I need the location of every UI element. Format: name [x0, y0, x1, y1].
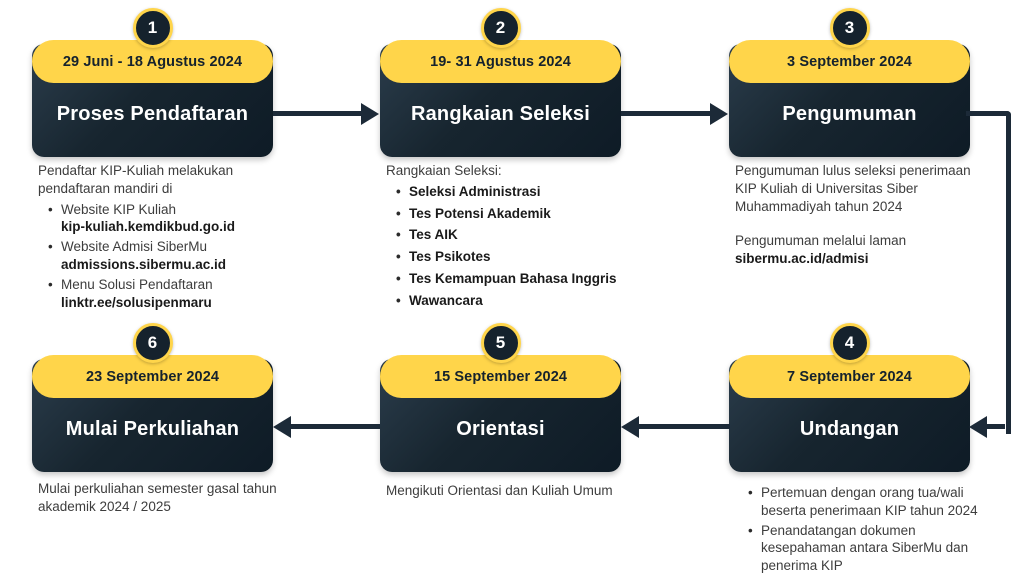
list-item: Wawancara — [396, 292, 636, 310]
step-number: 4 — [844, 333, 855, 352]
arrow-head-right-icon — [361, 103, 379, 125]
list-item: Seleksi Administrasi — [396, 183, 636, 201]
list-item: Website Admisi SiberMu admissions.sibermu… — [48, 238, 288, 274]
step4-description: Pertemuan dengan orang tua/wali beserta … — [738, 481, 978, 576]
arrow-line — [273, 111, 363, 116]
step1-bullet-list: Website KIP Kuliah kip-kuliah.kemdikbud.g… — [38, 201, 288, 312]
step-number: 2 — [495, 18, 506, 37]
list-item: Tes Kemampuan Bahasa Inggris — [396, 270, 636, 288]
list-item: Tes Psikotes — [396, 248, 636, 266]
arrow-head-left-icon — [273, 416, 291, 438]
step-number: 6 — [147, 333, 158, 352]
step5-description: Mengikuti Orientasi dan Kuliah Umum — [386, 482, 646, 500]
step-card-5: 5 15 September 2024 Orientasi — [380, 323, 621, 472]
step-card-4: 4 7 September 2024 Undangan — [729, 323, 970, 472]
step-date: 19- 31 Agustus 2024 — [430, 53, 571, 70]
arrow-line — [621, 111, 711, 116]
bullet-url: admissions.sibermu.ac.id — [61, 257, 227, 273]
announce-url: sibermu.ac.id/admisi — [735, 251, 869, 267]
step3-paragraph2: Pengumuman melalui laman sibermu.ac.id/ad… — [735, 232, 983, 268]
step-card-3: 3 3 September 2024 Pengumuman — [729, 8, 970, 157]
step-title: Mulai Perkuliahan — [65, 417, 240, 440]
list-item: Website KIP Kuliah kip-kuliah.kemdikbud.g… — [48, 201, 288, 237]
step-number-badge: 1 — [132, 8, 173, 48]
step-number-badge: 2 — [480, 8, 521, 48]
step2-intro: Rangkaian Seleksi: — [386, 163, 502, 178]
bullet-label: Website Admisi SiberMu — [61, 239, 208, 255]
step-title: Pengumuman — [782, 102, 917, 125]
arrow-head-left-icon — [969, 416, 987, 438]
step4-bullet-list: Pertemuan dengan orang tua/wali beserta … — [738, 484, 978, 575]
bullet-url: kip-kuliah.kemdikbud.go.id — [61, 219, 236, 235]
step-number: 3 — [844, 18, 855, 37]
arrow-line — [985, 424, 1005, 429]
step2-bullet-list: Seleksi Administrasi Tes Potensi Akademi… — [386, 183, 636, 310]
arrow-head-left-icon — [621, 416, 639, 438]
step-number: 1 — [147, 18, 158, 37]
step2-description: Rangkaian Seleksi: Seleksi Administrasi … — [386, 162, 636, 314]
step-number: 5 — [495, 333, 506, 352]
step3-description: Pengumuman lulus seleksi penerimaan KIP … — [735, 162, 983, 268]
step-number-badge: 3 — [829, 8, 870, 48]
step-number-badge: 6 — [132, 323, 173, 363]
elbow-line — [966, 111, 1011, 434]
bullet-url: linktr.ee/solusipenmaru — [61, 294, 212, 310]
arrow-head-right-icon — [710, 103, 728, 125]
step6-description: Mulai perkuliahan semester gasal tahun a… — [38, 480, 290, 516]
step-number-badge: 5 — [480, 323, 521, 363]
step-date: 7 September 2024 — [787, 368, 912, 385]
step1-description: Pendaftar KIP-Kuliah melakukan pendaftar… — [38, 162, 288, 314]
arrow-line — [637, 424, 730, 429]
bullet-label: Website KIP Kuliah — [61, 201, 177, 217]
bullet-label: Menu Solusi Pendaftaran — [61, 276, 213, 292]
step3-paragraph: Pengumuman lulus seleksi penerimaan KIP … — [735, 163, 971, 214]
list-item: Tes Potensi Akademik — [396, 205, 636, 223]
step-title: Undangan — [799, 417, 900, 440]
step6-paragraph: Mulai perkuliahan semester gasal tahun a… — [38, 481, 277, 514]
arrow-line — [289, 424, 380, 429]
announce-label: Pengumuman melalui laman — [735, 233, 907, 249]
list-item: Menu Solusi Pendaftaran linktr.ee/solusip… — [48, 276, 288, 312]
list-item: Tes AIK — [396, 226, 636, 244]
step-card-6: 6 23 September 2024 Mulai Perkuliahan — [32, 323, 273, 472]
step-title: Rangkaian Seleksi — [410, 102, 591, 125]
step-card-2: 2 19- 31 Agustus 2024 Rangkaian Seleksi — [380, 8, 621, 157]
list-item: Penandatangan dokumen kesepahaman antara… — [748, 522, 978, 575]
step-title: Proses Pendaftaran — [56, 102, 249, 125]
step-title: Orientasi — [456, 417, 545, 440]
step1-intro: Pendaftar KIP-Kuliah melakukan pendaftar… — [38, 163, 234, 196]
date-pill: 23 September 2024 — [32, 355, 273, 398]
step-date: 23 September 2024 — [85, 368, 220, 385]
step5-paragraph: Mengikuti Orientasi dan Kuliah Umum — [386, 483, 613, 498]
step-number-badge: 4 — [829, 323, 870, 363]
step-date: 29 Juni - 18 Agustus 2024 — [62, 53, 243, 70]
list-item: Pertemuan dengan orang tua/wali beserta … — [748, 484, 978, 520]
step-date: 15 September 2024 — [433, 368, 568, 385]
step-card-1: 1 29 Juni - 18 Agustus 2024 Proses Penda… — [32, 8, 273, 157]
step-date: 3 September 2024 — [787, 53, 912, 70]
